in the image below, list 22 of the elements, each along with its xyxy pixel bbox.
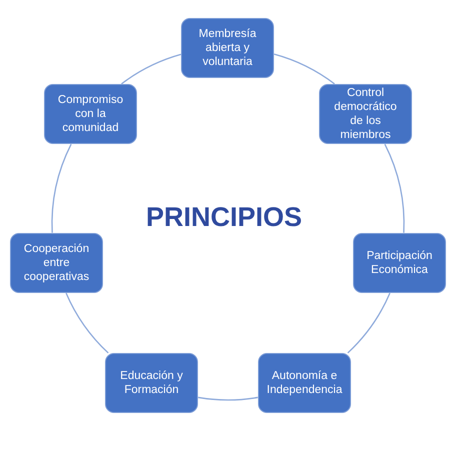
principle-label: Educación y Formación [119,369,184,397]
principle-box [105,353,198,413]
center-title: PRINCIPIOS [146,203,302,231]
cycle-arc [384,144,404,233]
principle-label: Participación Económica [366,249,434,277]
principle-box [258,353,351,413]
cycle-arc [121,54,182,84]
cycle-arc [52,144,72,233]
cycle-arc [274,54,335,84]
principle-box [353,233,446,293]
principle-label: Control democrático de los miembros [333,86,398,142]
principle-label: Cooperación entre cooperativas [22,242,90,284]
cycle-arc [66,292,109,354]
cycle-arc [347,292,390,354]
principle-label: Autonomía e Independencia [266,369,342,397]
principle-label: Membresía abierta y voluntaria [198,27,258,69]
cycle-arc [198,396,258,401]
principle-box [44,84,137,144]
principle-label: Compromiso con la comunidad [56,93,124,135]
principle-box [10,233,103,293]
principle-box [319,84,412,144]
principle-box [181,18,274,78]
